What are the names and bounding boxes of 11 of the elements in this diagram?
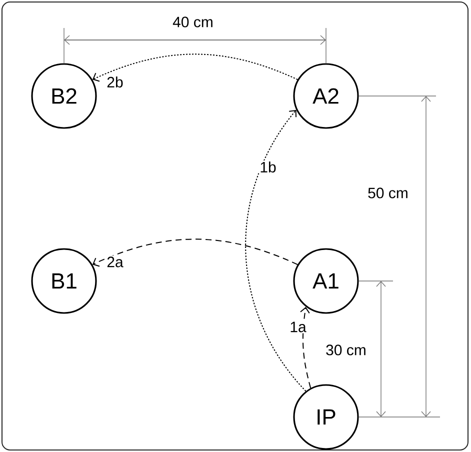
dimension-label: 30 cm <box>326 344 366 356</box>
edge-label: 1b <box>260 162 276 172</box>
dimension-label: 40 cm <box>172 16 212 28</box>
arrow <box>300 306 312 389</box>
edge-label: 1a <box>290 322 306 332</box>
edge-label: 2a <box>107 256 124 268</box>
arrow <box>92 54 298 82</box>
edge-label: 2b <box>107 76 123 88</box>
arrow <box>92 238 298 267</box>
dimension-label: 50 cm <box>368 188 408 198</box>
arrow <box>245 110 306 392</box>
